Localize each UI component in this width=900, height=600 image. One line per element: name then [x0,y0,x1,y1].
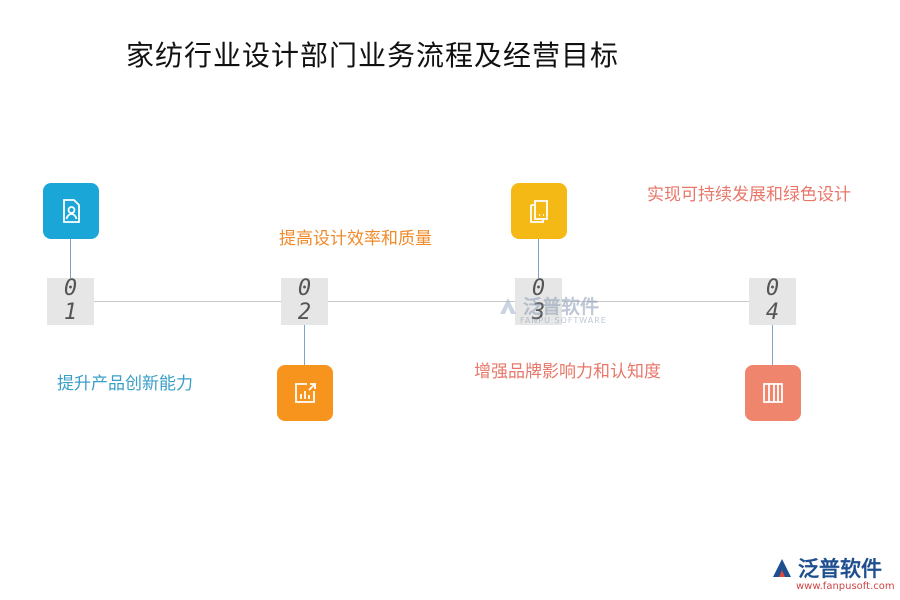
watermark-subtext: FANPU SOFTWARE [520,316,607,325]
page-title: 家纺行业设计部门业务流程及经营目标 [126,39,620,72]
step-1-digit-2: 1 [63,300,78,325]
person-document-icon [63,199,80,223]
step-3-icon-tile [511,183,567,239]
step-2-number: 0 2 [281,278,328,325]
step-3-label: 增强品牌影响力和认知度 [474,362,661,382]
watermark: 泛普软件 FANPU SOFTWARE [497,292,606,325]
brand-text: 泛普软件 [798,557,882,581]
step-3-number: 0 3 [515,278,562,325]
step-2-digit-2: 2 [297,300,312,325]
step-4-label: 实现可持续发展和绿色设计 [647,185,851,205]
stem-4 [772,325,773,367]
brand-logo: 泛普软件 www.fanpusoft.com [770,553,895,592]
stem-2 [304,325,305,367]
step-4-number: 0 4 [749,278,796,325]
step-4-digit-1: 0 [765,276,780,301]
tablet-layers-icon [530,200,548,223]
step-3-digit-1: 0 [531,276,546,301]
step-1-digit-1: 0 [63,276,78,301]
step-4-icon-tile [745,365,801,421]
step-1-number: 0 1 [47,278,94,325]
chart-export-icon [295,383,316,403]
fanpu-logo-icon [500,297,516,314]
step-2-icon-tile [277,365,333,421]
brand-url: www.fanpusoft.com [796,581,895,592]
step-2-label: 提高设计效率和质量 [279,229,432,249]
step-1-icon-tile [43,183,99,239]
timeline-axis [70,301,775,302]
book-binder-icon [763,383,783,403]
watermark-text: 泛普软件 [523,296,600,318]
step-1-label: 提升产品创新能力 [57,374,193,394]
fanpu-brand-icon [773,559,791,577]
stem-3 [538,238,539,278]
step-4-digit-2: 4 [765,300,780,325]
step-3-digit-2: 3 [531,300,546,325]
stem-1 [70,238,71,278]
step-2-digit-1: 0 [297,276,312,301]
